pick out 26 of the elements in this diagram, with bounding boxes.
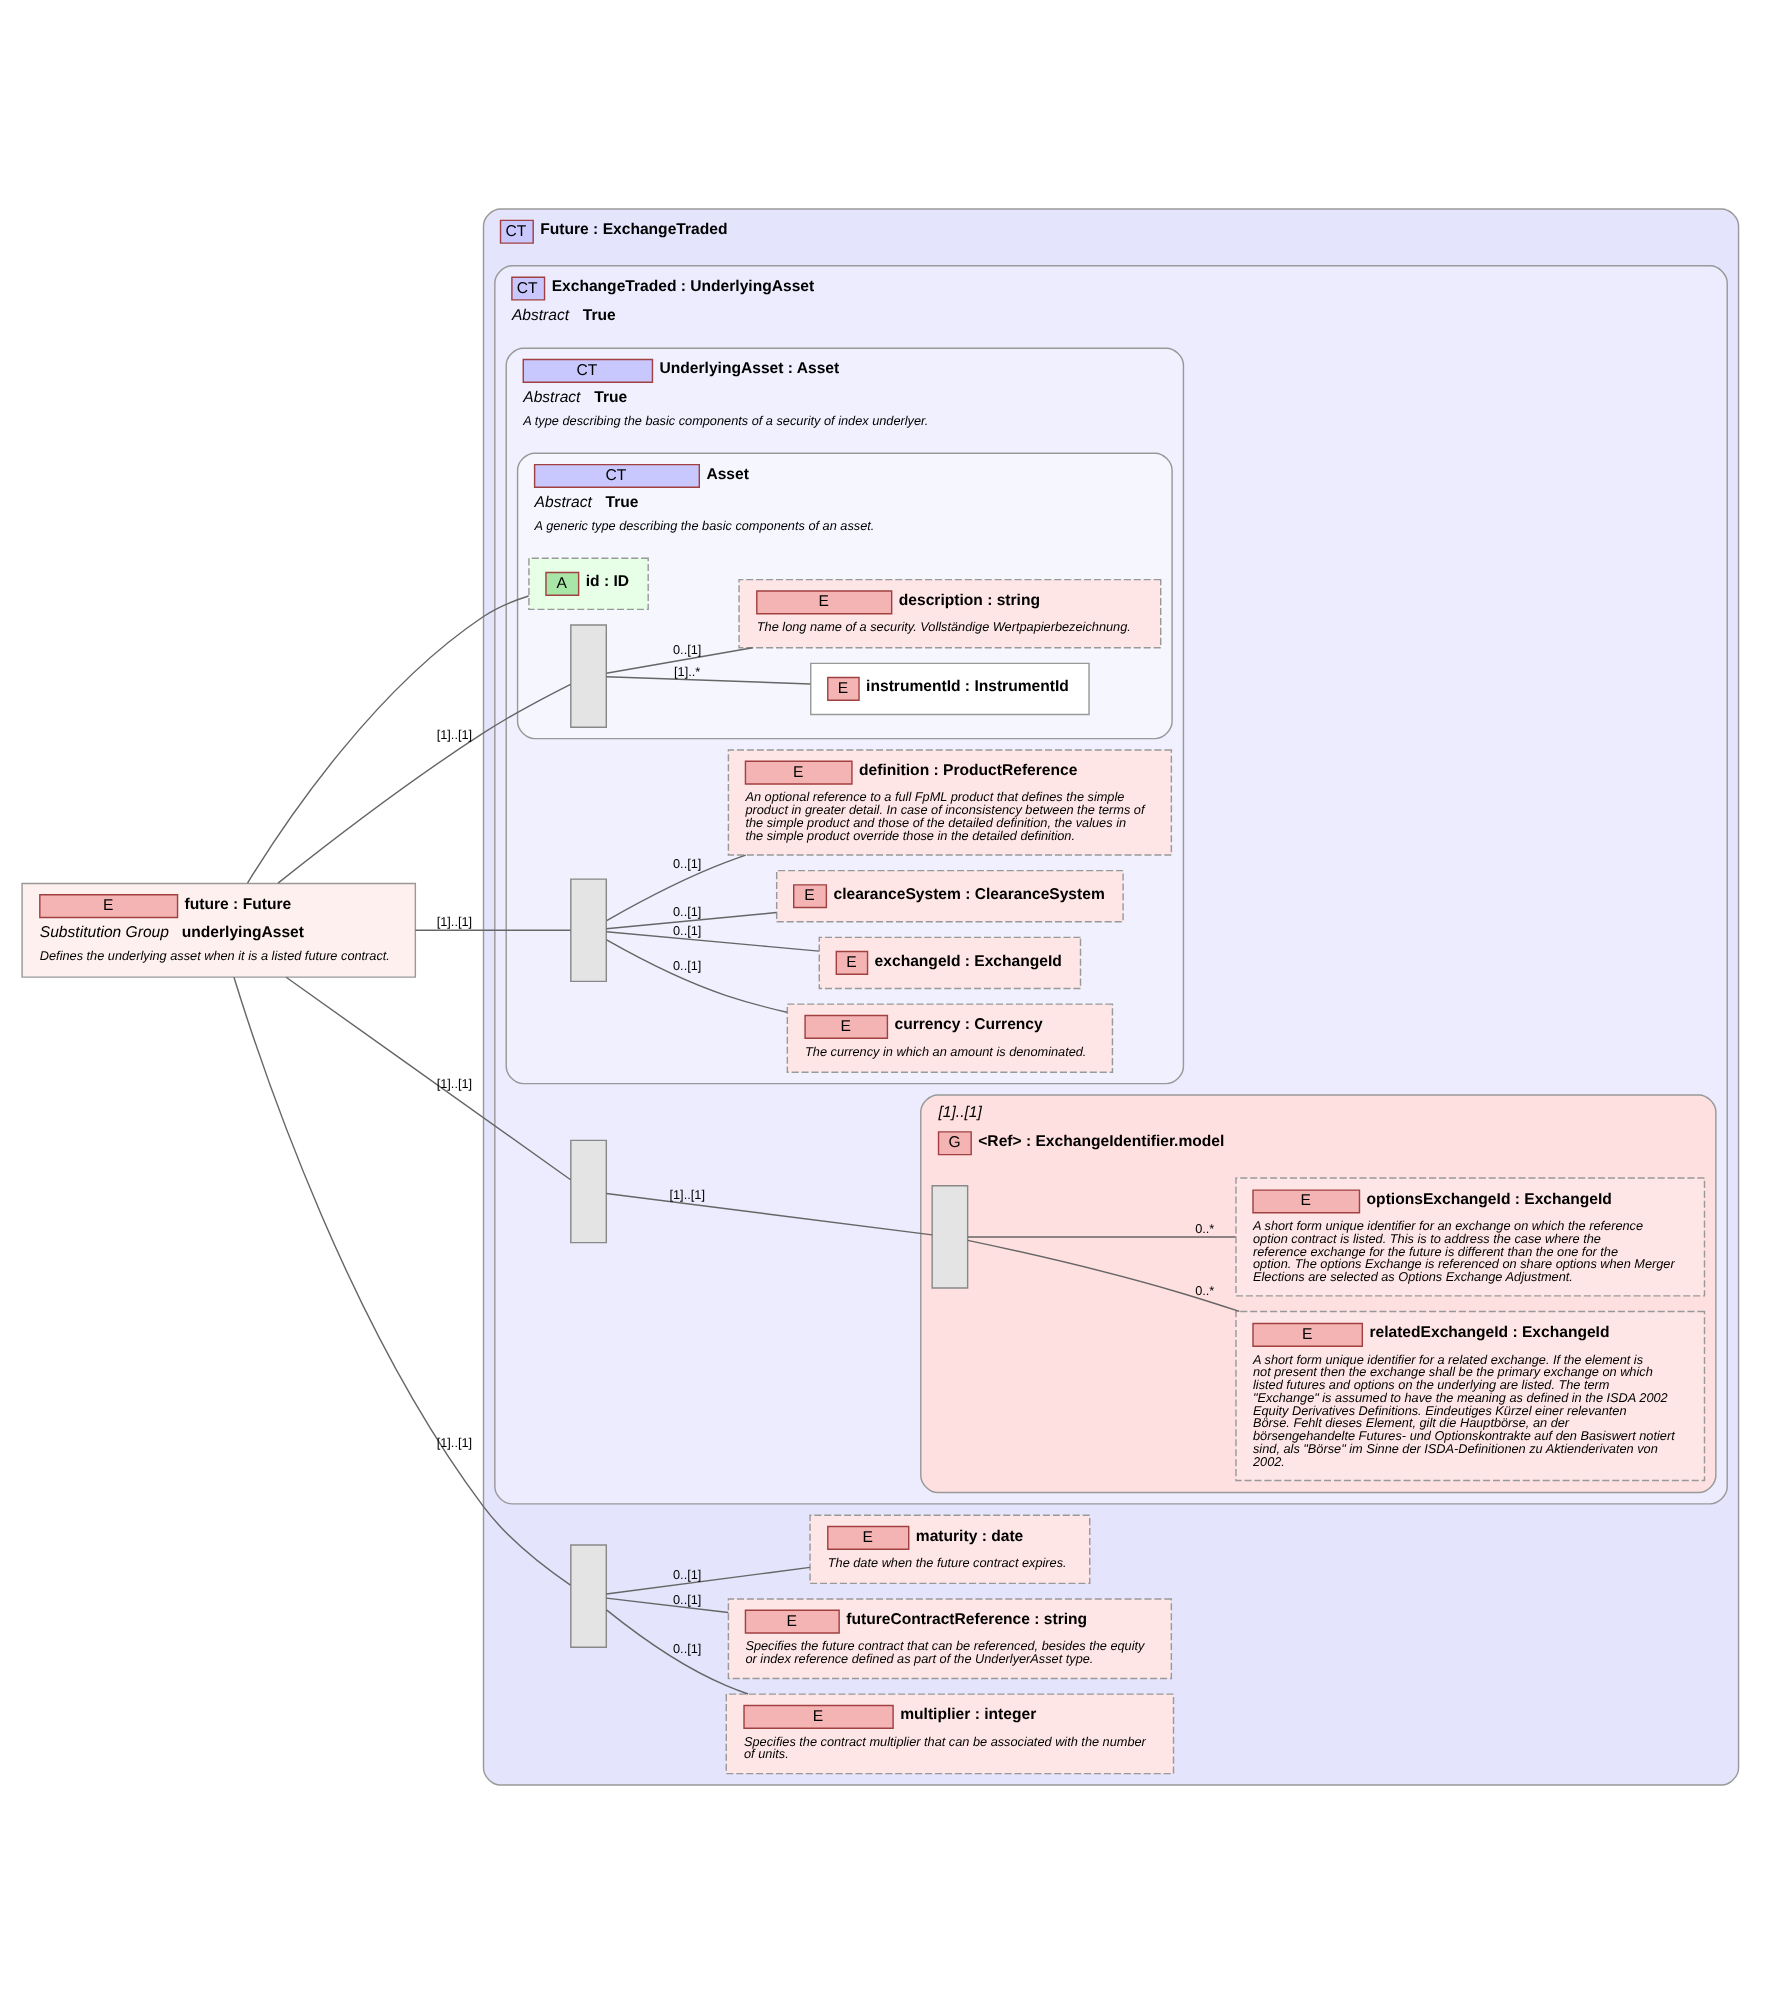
node-box [570,1543,607,1647]
node-box [570,623,607,727]
node-box: A id : ID [528,556,649,610]
node-box [931,1184,969,1288]
connector [605,930,820,951]
connector [967,1238,1241,1312]
connector [605,910,778,929]
connector [605,675,812,684]
connector [605,1565,811,1594]
connector [605,646,754,673]
connector [605,1191,933,1235]
connector [606,853,747,921]
node-box: E exchangeId : ExchangeId [818,935,1082,989]
connector [605,938,788,1012]
connector [285,975,572,1180]
connector [414,928,572,930]
node-box [570,1138,607,1243]
connector [605,1608,749,1694]
connector [233,975,572,1585]
node-label: [1]..[1] [938,1102,982,1121]
connector [605,1596,729,1613]
connector [277,682,572,883]
connector [967,1235,1237,1237]
node-box [570,877,607,982]
node-box: E instrumentId : InstrumentId [810,661,1090,715]
node-box: E clearanceSystem : ClearanceSystem [775,868,1124,922]
